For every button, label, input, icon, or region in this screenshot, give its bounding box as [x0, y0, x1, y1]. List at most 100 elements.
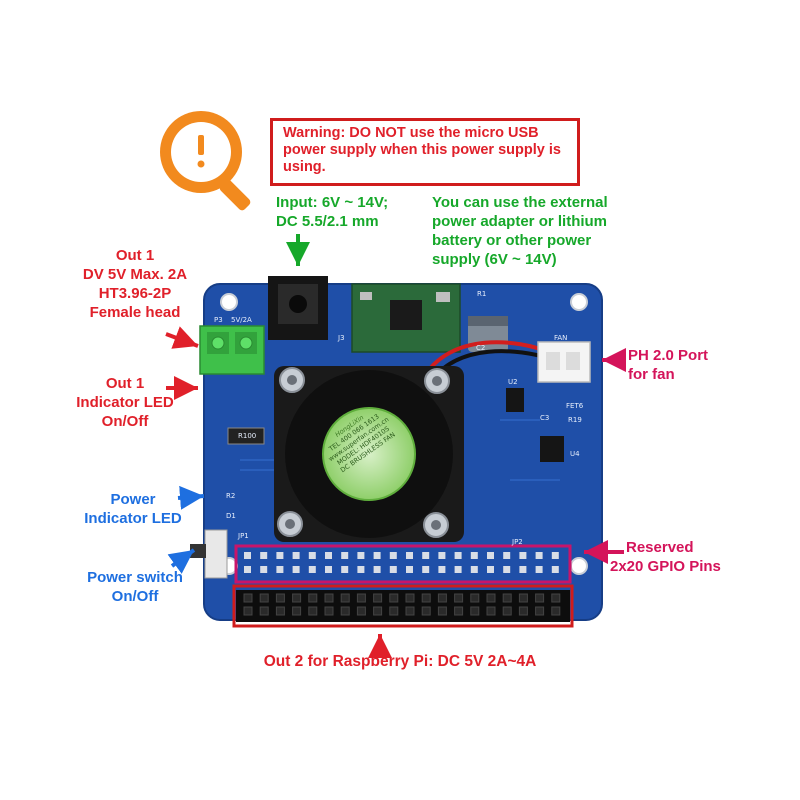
header-socket — [340, 606, 350, 616]
warning-magnifier-icon — [160, 111, 251, 211]
gpio-pin — [503, 552, 511, 559]
header-socket — [324, 593, 334, 603]
header-socket — [259, 606, 269, 616]
header-socket — [454, 606, 464, 616]
gpio-pin — [341, 552, 349, 559]
label-out1: Out 1 DV 5V Max. 2A HT3.96-2P Female hea… — [82, 247, 188, 321]
header-socket — [389, 606, 399, 616]
gpio-pin — [454, 552, 462, 559]
gpio-pin — [487, 566, 494, 573]
gpio-pin — [503, 566, 511, 573]
gpio-pin — [373, 566, 381, 573]
silk-j3: J3 — [338, 334, 345, 342]
gpio-pin — [373, 552, 381, 559]
header-socket — [243, 606, 253, 616]
gpio-pin — [308, 566, 316, 573]
header-socket — [373, 593, 383, 603]
terminal-block — [199, 325, 265, 375]
gpio-pin — [276, 552, 284, 559]
gpio-pin — [438, 552, 446, 559]
gpio-pin — [244, 552, 251, 559]
header-socket — [405, 593, 415, 603]
gpio-pin — [357, 566, 365, 573]
header-socket — [502, 606, 512, 616]
gpio-pin — [519, 552, 527, 559]
label-out1-led: Out 1 Indicator LED On/Off — [76, 375, 174, 430]
header-socket — [292, 606, 302, 616]
gpio-pin — [341, 566, 349, 573]
gpio-pin — [308, 552, 316, 559]
gpio-pin — [406, 566, 413, 573]
arrow-out1 — [165, 326, 199, 349]
cooling-fan — [274, 366, 464, 542]
fan-wire-red — [420, 340, 549, 381]
silk-c3: C3 — [540, 414, 550, 422]
gpio-pin — [260, 566, 268, 573]
chip-u2 — [506, 388, 524, 412]
header-out2 — [236, 590, 570, 622]
header-socket — [437, 593, 447, 603]
gpio-pin — [487, 552, 494, 559]
label-input: Input: 6V ~ 14V; DC 5.5/2.1 mm — [276, 194, 389, 230]
gpio-pin — [325, 552, 332, 559]
silk-r2: R2 — [226, 492, 236, 500]
label-out2: Out 2 for Raspberry Pi: DC 5V 2A~4A — [263, 653, 537, 670]
gpio-pin — [292, 552, 300, 559]
header-socket — [373, 606, 383, 616]
gpio-pin — [519, 566, 527, 573]
gpio-pin — [325, 566, 332, 573]
header-socket — [243, 593, 253, 603]
gpio-pin — [535, 552, 543, 559]
silk-r1: R1 — [477, 290, 487, 298]
header-socket — [308, 593, 318, 603]
arrow-power-led — [177, 485, 205, 510]
header-socket — [421, 606, 431, 616]
header-socket — [486, 606, 496, 616]
header-socket — [470, 606, 480, 616]
chip-u4 — [540, 436, 564, 462]
silk-u4: U4 — [570, 450, 580, 458]
header-socket — [324, 606, 334, 616]
gpio-pin — [551, 566, 559, 573]
header-socket — [470, 593, 480, 603]
silk-u2: U2 — [508, 378, 518, 386]
gpio-pin — [260, 552, 268, 559]
gpio-pin — [357, 552, 365, 559]
header-socket — [518, 593, 528, 603]
gpio-pin — [422, 566, 430, 573]
header-socket — [308, 606, 318, 616]
gpio-pin — [389, 552, 397, 559]
gpio-pin — [406, 552, 413, 559]
label-power-switch: Power switch On/Off — [87, 569, 183, 605]
gpio-pin — [454, 566, 462, 573]
header-socket — [486, 593, 496, 603]
gpio-pin — [244, 566, 251, 573]
arrow-power-switch — [167, 548, 196, 574]
header-socket — [275, 606, 285, 616]
gpio-pin — [535, 566, 543, 573]
label-gpio: Reserved 2x20 GPIO Pins — [610, 539, 721, 575]
gpio-pin — [438, 566, 446, 573]
warning-text: Warning: DO NOT use the micro USB power … — [283, 125, 561, 175]
silk-r19: R19 — [568, 416, 582, 424]
header-socket — [535, 593, 545, 603]
header-socket — [551, 593, 561, 603]
silk-jp2: JP2 — [512, 538, 523, 546]
gpio-pin — [470, 566, 478, 573]
silk-c2: C2 — [476, 344, 486, 352]
capacitor — [468, 316, 508, 352]
header-socket — [292, 593, 302, 603]
gpio-highlight-box — [234, 544, 572, 584]
header-socket — [421, 593, 431, 603]
silk-5v2a: 5V/2A — [231, 316, 252, 324]
silk-fet6: FET6 — [566, 402, 584, 410]
header-socket — [340, 593, 350, 603]
header-socket — [502, 593, 512, 603]
header-socket — [437, 606, 447, 616]
label-fan-port: PH 2.0 Port for fan — [628, 347, 709, 383]
gpio-pin — [276, 566, 284, 573]
header-socket — [259, 593, 269, 603]
header-socket — [275, 593, 285, 603]
silk-jp1: JP1 — [238, 532, 249, 540]
